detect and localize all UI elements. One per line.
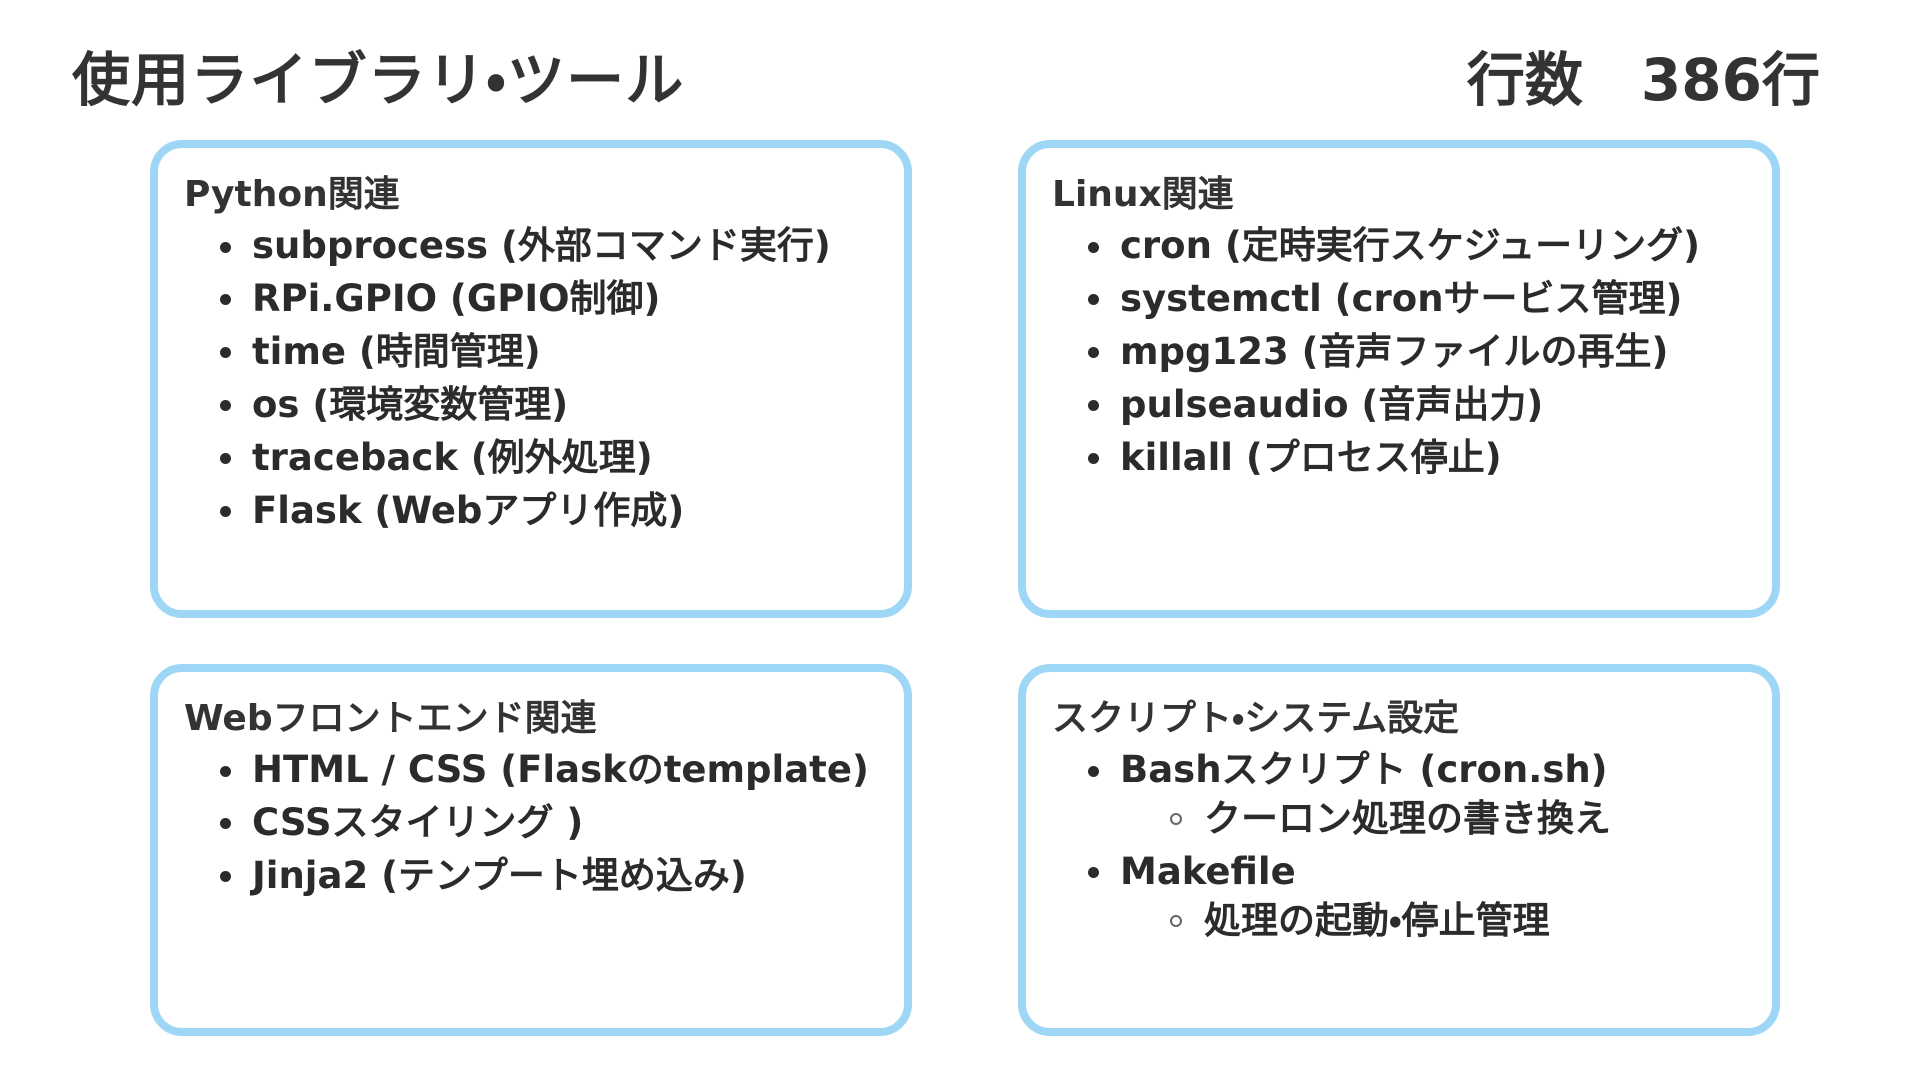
list-item-label: Bashスクリプト (cron.sh) xyxy=(1120,748,1608,791)
card-grid: Python関連 subprocess (外部コマンド実行) RPi.GPIO … xyxy=(150,140,1780,1040)
bullet-dot-icon xyxy=(1088,765,1099,777)
list-item: mpg123 (音声ファイルの再生) xyxy=(1082,329,1746,376)
bullet-dot-icon xyxy=(220,818,231,830)
bullet-dot-icon xyxy=(1088,347,1099,359)
bullet-list-python: subprocess (外部コマンド実行) RPi.GPIO (GPIO制御) … xyxy=(184,223,878,535)
card-linux: Linux関連 cron (定時実行スケジューリング) systemctl (c… xyxy=(1018,140,1780,618)
slide-header: 使用ライブラリ・ツール 行数 386行 xyxy=(0,26,1920,136)
list-item-label: Jinja2 (テンプート埋め込み) xyxy=(252,853,747,897)
sub-list-item-label: クーロン処理の書き換え xyxy=(1204,796,1611,840)
list-item: pulseaudio (音声出力) xyxy=(1082,382,1746,429)
sub-list-item: クーロン処理の書き換え xyxy=(1164,796,1746,843)
bullet-dot-icon xyxy=(1088,400,1099,412)
bullet-dot-icon xyxy=(220,453,231,465)
bullet-dot-icon xyxy=(220,347,231,359)
list-item: Jinja2 (テンプート埋め込み) xyxy=(214,853,878,900)
bullet-dot-icon xyxy=(220,765,231,777)
list-item-label: Flask (Webアプリ作成) xyxy=(252,488,685,532)
list-item: traceback (例外処理) xyxy=(214,435,878,482)
sub-bullet-list: 処理の起動・停止管理 xyxy=(1120,898,1746,945)
card-title-python: Python関連 xyxy=(184,174,400,215)
bullet-circle-icon xyxy=(1170,813,1182,825)
list-item: HTML / CSS (Flaskのtemplate) xyxy=(214,747,878,794)
list-item-label: time (時間管理) xyxy=(252,329,541,373)
list-item: subprocess (外部コマンド実行) xyxy=(214,223,878,270)
list-item: Bashスクリプト (cron.sh) クーロン処理の書き換え xyxy=(1082,747,1746,843)
list-item: Makefile 処理の起動・停止管理 xyxy=(1082,849,1746,945)
card-title-web-frontend: Webフロントエンド関連 xyxy=(184,698,597,739)
list-item-label: CSSスタイリング ) xyxy=(252,800,584,844)
list-item-label: subprocess (外部コマンド実行) xyxy=(252,224,831,267)
bullet-list-script-system: Bashスクリプト (cron.sh) クーロン処理の書き換え Makefile xyxy=(1052,747,1746,945)
list-item: time (時間管理) xyxy=(214,329,878,376)
list-item-label: killall (プロセス停止) xyxy=(1120,435,1502,479)
list-item: cron (定時実行スケジューリング) xyxy=(1082,223,1746,270)
bullet-dot-icon xyxy=(1088,294,1099,306)
bullet-dot-icon xyxy=(1088,241,1099,253)
sub-list-item-label: 処理の起動・停止管理 xyxy=(1204,898,1550,942)
bullet-list-web-frontend: HTML / CSS (Flaskのtemplate) CSSスタイリング ) … xyxy=(184,747,878,900)
bullet-list-linux: cron (定時実行スケジューリング) systemctl (cronサービス管… xyxy=(1052,223,1746,482)
bullet-dot-icon xyxy=(1088,867,1099,879)
bullet-dot-icon xyxy=(220,241,231,253)
list-item-label: systemctl (cronサービス管理) xyxy=(1120,276,1683,320)
list-item-label: cron (定時実行スケジューリング) xyxy=(1120,224,1701,267)
card-title-linux: Linux関連 xyxy=(1052,174,1234,215)
list-item-label: os (環境変数管理) xyxy=(252,382,569,426)
card-python: Python関連 subprocess (外部コマンド実行) RPi.GPIO … xyxy=(150,140,912,618)
bullet-dot-icon xyxy=(220,294,231,306)
bullet-dot-icon xyxy=(220,871,231,883)
list-item: killall (プロセス停止) xyxy=(1082,435,1746,482)
list-item-label: RPi.GPIO (GPIO制御) xyxy=(252,276,661,320)
list-item: os (環境変数管理) xyxy=(214,382,878,429)
bullet-dot-icon xyxy=(220,400,231,412)
list-item: RPi.GPIO (GPIO制御) xyxy=(214,276,878,323)
list-item-label: traceback (例外処理) xyxy=(252,435,653,479)
bullet-circle-icon xyxy=(1170,914,1182,927)
bullet-dot-icon xyxy=(1088,453,1099,465)
list-item: Flask (Webアプリ作成) xyxy=(214,488,878,535)
list-item-label: HTML / CSS (Flaskのtemplate) xyxy=(252,748,869,791)
card-script-system: スクリプト・システム設定 Bashスクリプト (cron.sh) クーロン処理の… xyxy=(1018,664,1780,1036)
sub-list-item: 処理の起動・停止管理 xyxy=(1164,898,1746,945)
list-item-label: pulseaudio (音声出力) xyxy=(1120,382,1544,426)
list-item: CSSスタイリング ) xyxy=(214,800,878,847)
card-web-frontend: Webフロントエンド関連 HTML / CSS (Flaskのtemplate)… xyxy=(150,664,912,1036)
list-item-label: mpg123 (音声ファイルの再生) xyxy=(1120,329,1669,373)
sub-bullet-list: クーロン処理の書き換え xyxy=(1120,796,1746,843)
line-count-badge: 行数 386行 xyxy=(1466,46,1820,115)
page-title: 使用ライブラリ・ツール xyxy=(72,46,685,115)
card-title-script-system: スクリプト・システム設定 xyxy=(1052,698,1460,739)
list-item-label: Makefile xyxy=(1120,849,1296,893)
bullet-dot-icon xyxy=(220,506,231,518)
list-item: systemctl (cronサービス管理) xyxy=(1082,276,1746,323)
